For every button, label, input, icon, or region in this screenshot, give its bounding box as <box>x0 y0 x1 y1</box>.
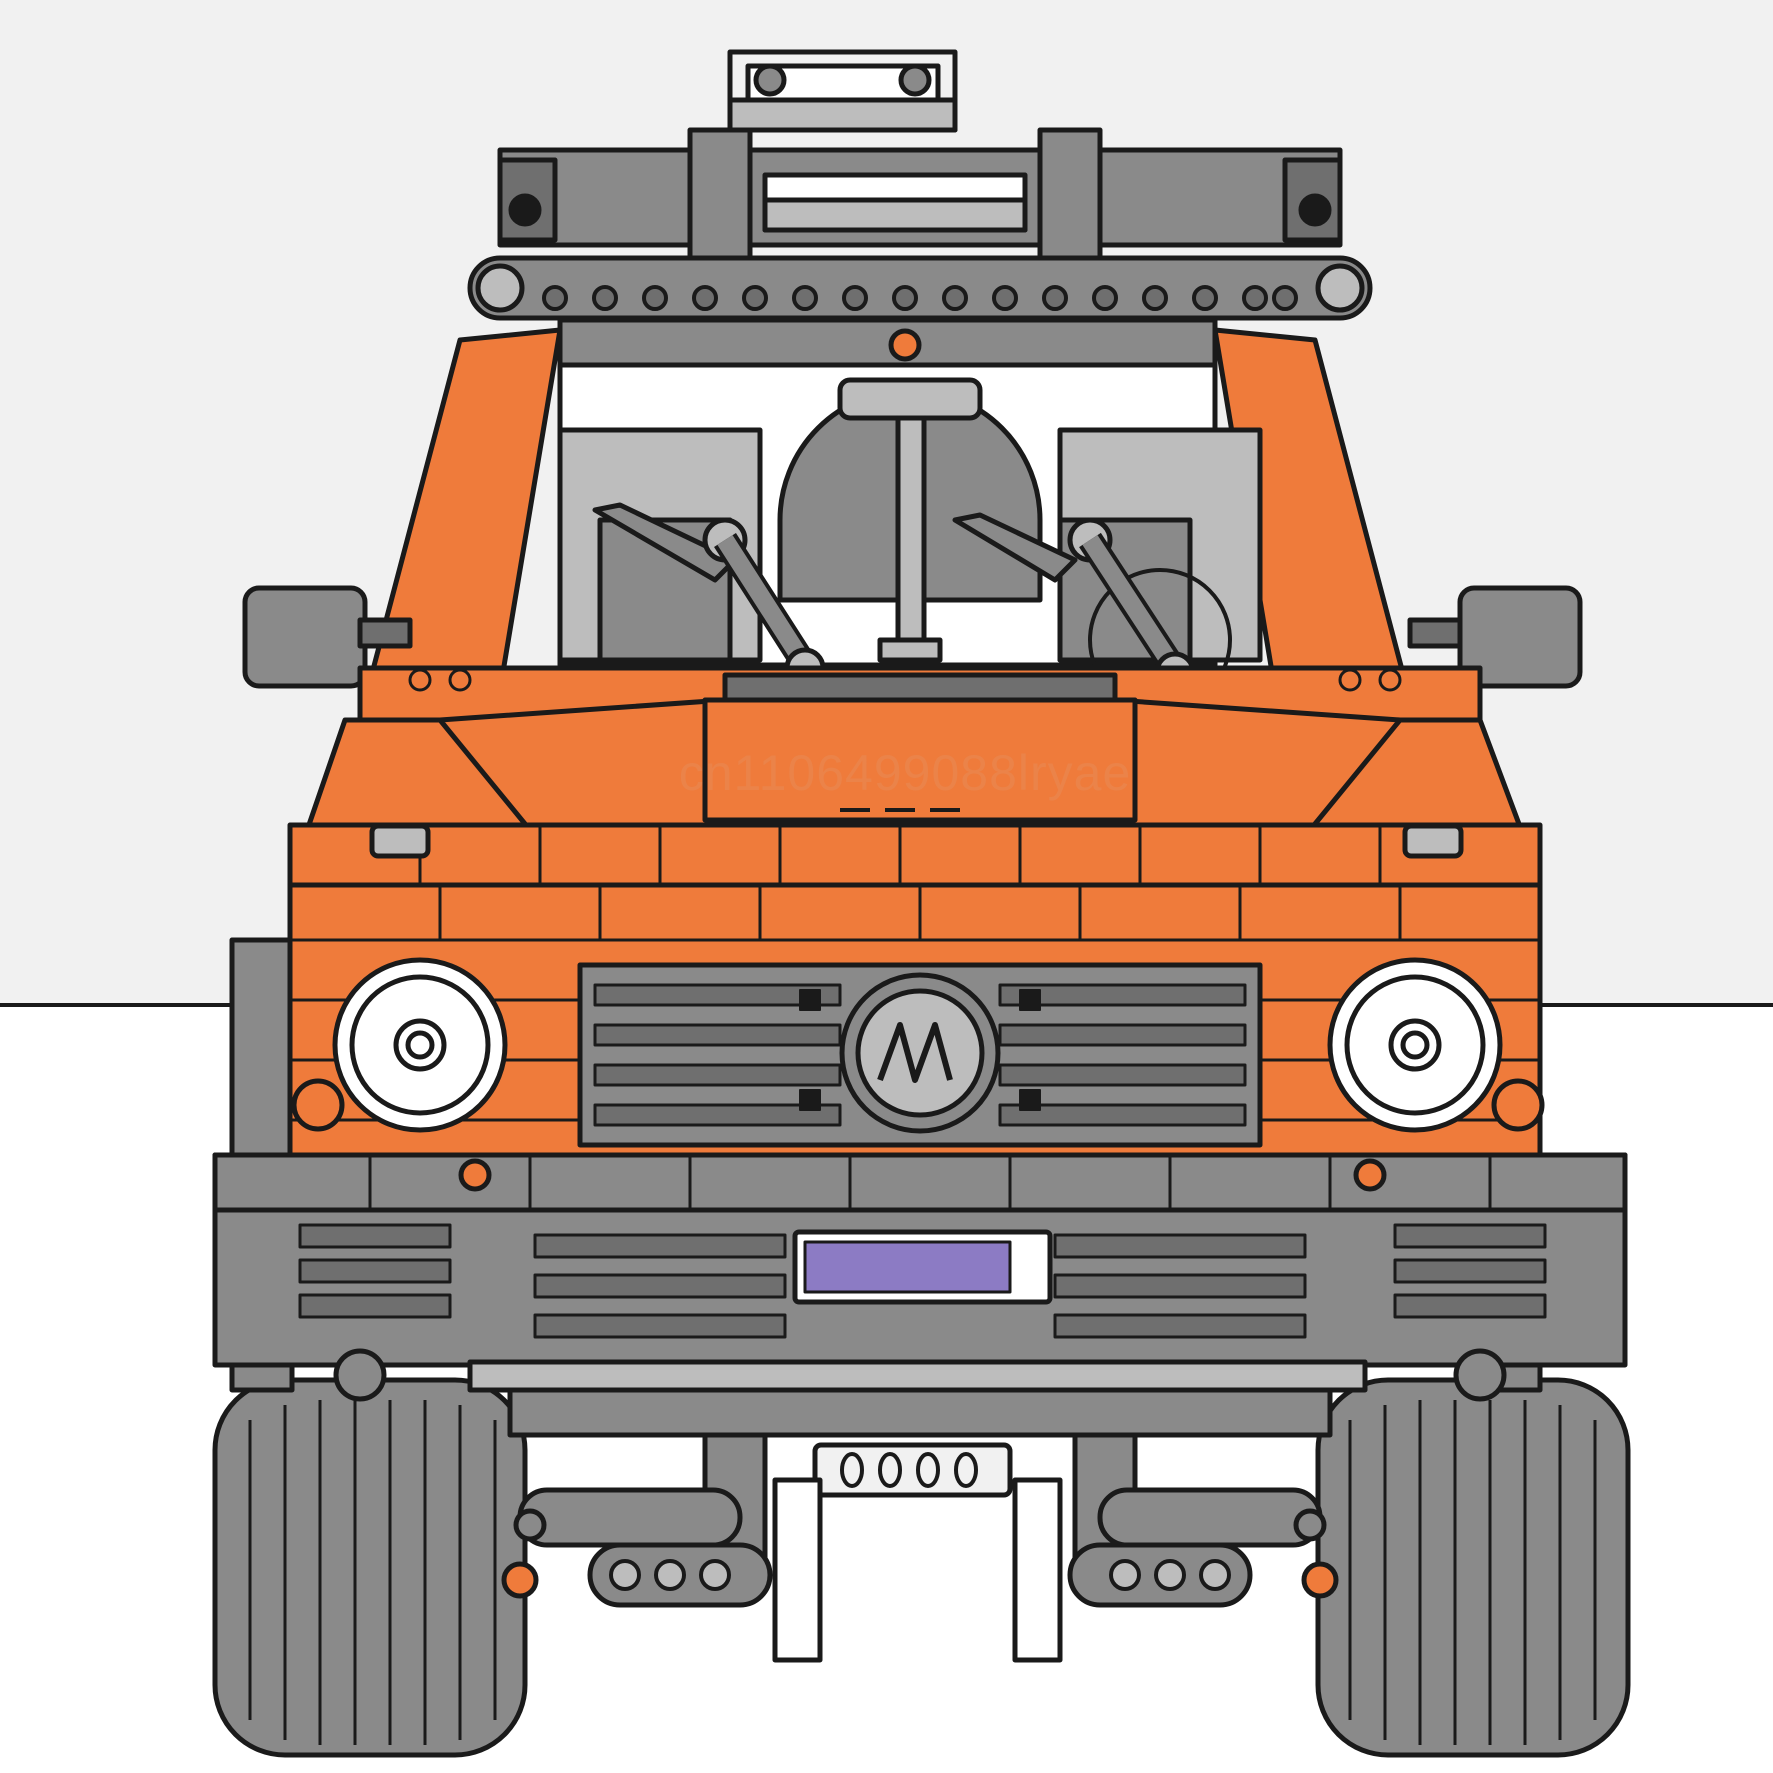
grille-emblem <box>839 972 1001 1134</box>
watermark-text: cn1106499088lryae <box>679 745 1132 801</box>
cowl-holes <box>408 668 1402 692</box>
left-mirror <box>242 585 413 689</box>
right-tire <box>1315 1377 1631 1758</box>
left-headlight <box>332 957 508 1133</box>
suspension <box>501 1432 1339 1663</box>
right-mirror <box>1407 585 1583 689</box>
windshield-frame <box>362 317 1413 703</box>
left-indicator-light <box>291 1078 345 1132</box>
right-headlight <box>1327 957 1503 1133</box>
hood <box>287 697 1543 888</box>
right-indicator-light <box>1491 1078 1545 1132</box>
roof-rack <box>467 127 1373 321</box>
front-bumper <box>212 1152 1628 1438</box>
left-tire <box>212 1377 528 1758</box>
license-plate <box>792 1229 1053 1305</box>
roof-light <box>727 49 958 133</box>
